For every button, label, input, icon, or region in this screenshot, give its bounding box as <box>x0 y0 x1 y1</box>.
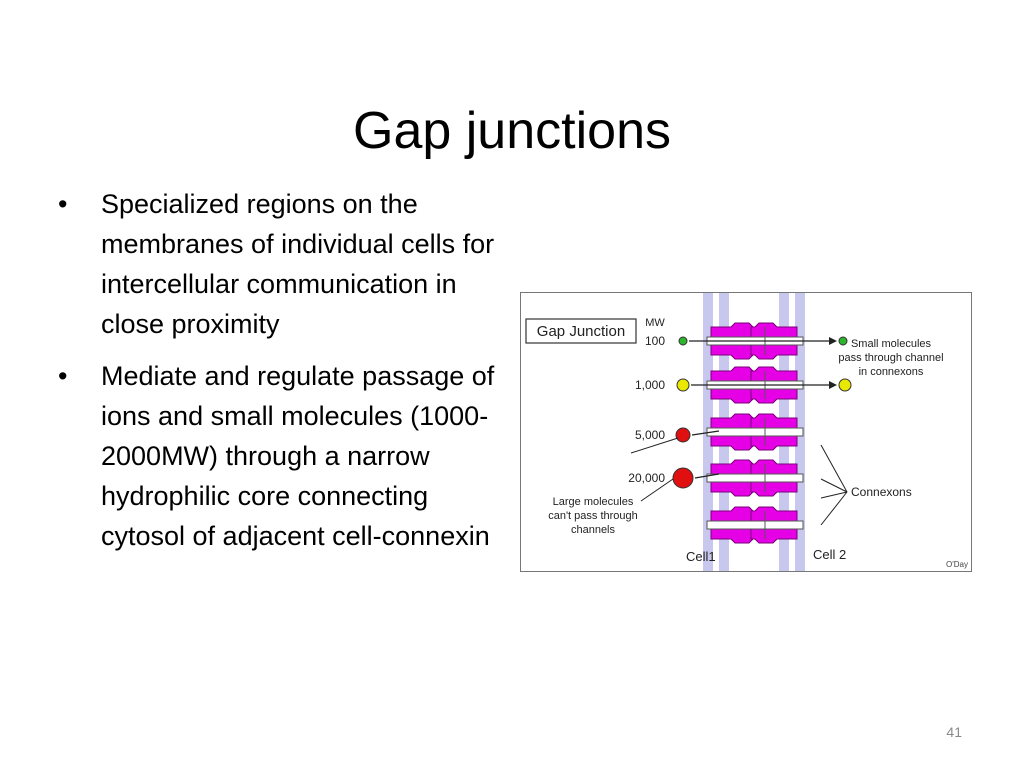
mw-label: 20,000 <box>628 471 665 485</box>
bullet-item: • Mediate and regulate passage of ions a… <box>58 356 503 556</box>
connexon-rows <box>706 322 804 544</box>
bullet-text: Specialized regions on the membranes of … <box>101 189 495 339</box>
bullet-item: • Specialized regions on the membranes o… <box>58 184 503 344</box>
arrow-head <box>829 381 837 389</box>
molecule-dot-passed <box>838 336 848 346</box>
cell1-label: Cell1 <box>686 549 716 564</box>
mw-labels: 100 1,000 5,000 20,000 <box>628 334 665 485</box>
small-note-line2: pass through channel <box>838 352 943 364</box>
connexons-label: Connexons <box>851 485 912 499</box>
bullet-text: Mediate and regulate passage of ions and… <box>101 361 495 551</box>
blocked-arrow <box>691 430 720 436</box>
gap-junction-diagram: Gap Junction MW 100 1,000 5,000 20,000 Smal… <box>520 292 972 572</box>
page-number: 41 <box>946 724 962 740</box>
slide-title: Gap junctions <box>353 101 671 160</box>
diagram-canvas: Gap Junction MW 100 1,000 5,000 20,000 Smal… <box>525 293 968 571</box>
mw-label: 100 <box>645 334 665 348</box>
arrow-head <box>829 337 837 345</box>
credit-label: O'Day <box>946 560 968 569</box>
molecule-dot <box>676 378 690 392</box>
molecule-dot <box>678 336 688 346</box>
connexon-pair <box>706 459 804 497</box>
bullet-marker: • <box>58 189 68 219</box>
diagram-label-box <box>525 318 637 344</box>
connexons-pointers <box>820 444 848 526</box>
small-note-line3: in connexons <box>859 366 924 378</box>
mw-label: 5,000 <box>635 428 665 442</box>
bullet-marker: • <box>58 361 68 391</box>
molecule-dot-passed <box>838 378 852 392</box>
bullet-list: • Specialized regions on the membranes o… <box>58 184 503 568</box>
large-note-line1: Large molecules <box>553 496 634 508</box>
connexon-pair <box>706 413 804 451</box>
note-pointer <box>640 478 674 502</box>
small-note-line1: Small molecules <box>851 338 932 350</box>
blocked-arrow <box>694 473 720 479</box>
diagram-label: Gap Junction <box>537 323 625 340</box>
note-pointer <box>630 437 679 454</box>
connexon-pair <box>706 506 804 544</box>
molecule-dot <box>675 427 691 443</box>
mw-header: MW <box>645 317 665 329</box>
molecule-dot <box>672 467 694 489</box>
cell2-label: Cell 2 <box>813 547 846 562</box>
large-note-line2: can't pass through <box>548 510 638 522</box>
mw-label: 1,000 <box>635 378 665 392</box>
molecules <box>630 336 852 502</box>
large-note-line3: channels <box>571 524 616 536</box>
